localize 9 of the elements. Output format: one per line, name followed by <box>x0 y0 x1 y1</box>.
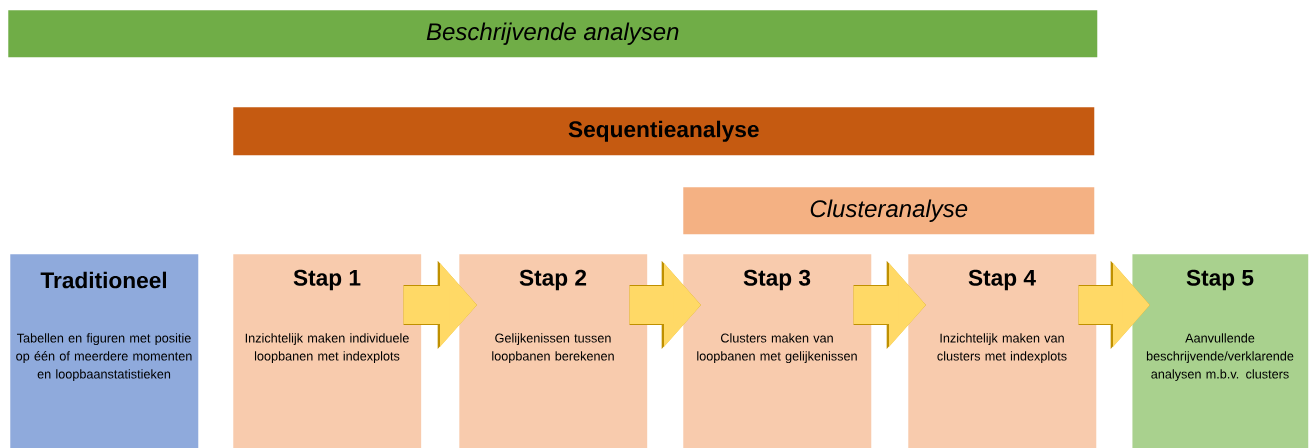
process-box: Stap 5 Aanvullende beschrijvende/verklarende analysen m.b.v. clusters <box>1132 254 1309 448</box>
process-box: Stap 1 Inzichtelijk maken individuele loopbanen met indexplots <box>233 254 422 448</box>
band: Sequentieanalyse <box>233 107 1095 156</box>
process-box: Stap 3 Clusters maken van loopbanen met gelijkenissen <box>683 254 872 448</box>
band: Beschrijvende analysen <box>8 10 1098 58</box>
process-box: Traditioneel Tabellen en figuren met positie op één of meerdere momenten en loopbaanstatistieken <box>10 254 199 448</box>
process-box: Stap 4 Inzichtelijk maken van clusters met indexplots <box>908 254 1097 448</box>
process-box: Stap 2 Gelijkenissen tussen loopbanen berekenen <box>459 254 648 448</box>
band: Clusteranalyse <box>683 187 1095 235</box>
